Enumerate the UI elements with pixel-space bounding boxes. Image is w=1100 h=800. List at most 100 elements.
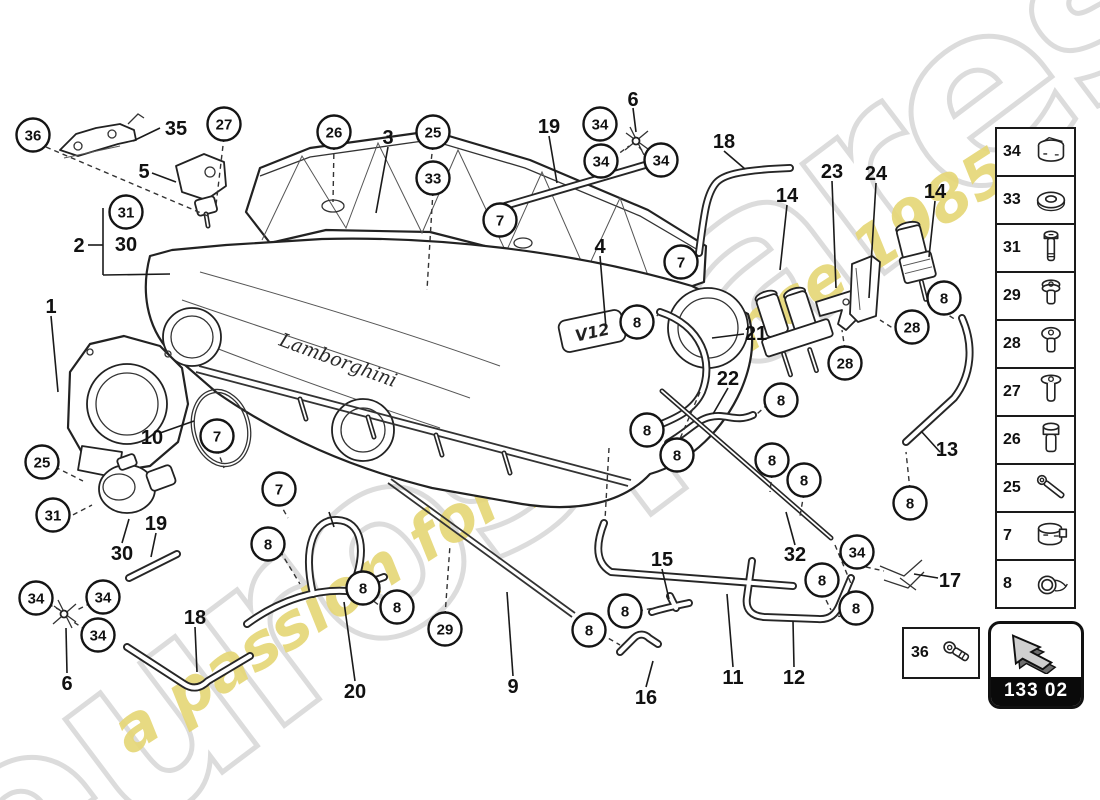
callout-circle-8[interactable]: 8 xyxy=(629,412,665,448)
callout-circle-7[interactable]: 7 xyxy=(199,418,235,454)
flange-screw-icon xyxy=(1031,274,1071,318)
svg-text:8: 8 xyxy=(621,604,629,621)
legend-number: 33 xyxy=(1003,191,1021,208)
part-number-label-6: 6 xyxy=(61,673,72,695)
callout-circle-34[interactable]: 34 xyxy=(643,142,679,178)
svg-text:7: 7 xyxy=(496,213,504,230)
legend-row-8[interactable]: 8 xyxy=(997,561,1074,607)
callout-circle-34[interactable]: 34 xyxy=(839,534,875,570)
callout-circle-7[interactable]: 7 xyxy=(261,471,297,507)
callout-circle-8[interactable]: 8 xyxy=(754,442,790,478)
callout-circle-7[interactable]: 7 xyxy=(482,202,518,238)
callout-circle-8[interactable]: 8 xyxy=(619,304,655,340)
legend-row-26[interactable]: 26 xyxy=(997,417,1074,465)
svg-text:8: 8 xyxy=(906,496,914,513)
svg-text:8: 8 xyxy=(768,453,776,470)
callout-circle-34[interactable]: 34 xyxy=(583,143,619,179)
legend-row-27[interactable]: 27 xyxy=(997,369,1074,417)
svg-text:8: 8 xyxy=(393,600,401,617)
callout-circle-36[interactable]: 36 xyxy=(15,117,51,153)
page-code-box[interactable]: 133 02 xyxy=(988,621,1084,709)
callout-circle-7[interactable]: 7 xyxy=(663,244,699,280)
callout-circle-8[interactable]: 8 xyxy=(659,437,695,473)
callout-circle-8[interactable]: 8 xyxy=(379,589,415,625)
callout-circle-8[interactable]: 8 xyxy=(804,562,840,598)
hose-highlight xyxy=(744,558,854,622)
legend-row-28[interactable]: 28 xyxy=(997,321,1074,369)
svg-text:33: 33 xyxy=(425,171,442,188)
hose-highlight xyxy=(367,416,375,438)
callout-circle-25[interactable]: 25 xyxy=(415,114,451,150)
hose-highlight xyxy=(782,352,792,376)
svg-text:8: 8 xyxy=(359,581,367,598)
hose-highlight xyxy=(920,280,927,301)
svg-text:34: 34 xyxy=(592,117,609,134)
callout-circle-33[interactable]: 33 xyxy=(415,160,451,196)
part-number-label-19: 19 xyxy=(145,513,167,535)
sleeve-bolt-icon xyxy=(1031,418,1071,462)
hose-highlight xyxy=(617,632,661,655)
leader-line xyxy=(599,255,607,329)
svg-text:28: 28 xyxy=(904,320,921,337)
svg-text:8: 8 xyxy=(852,601,860,618)
leader-line xyxy=(548,135,558,184)
leader-line xyxy=(150,532,157,558)
inset-number: 36 xyxy=(911,644,929,661)
callout-circle-25[interactable]: 25 xyxy=(24,444,60,480)
legend-row-34[interactable]: 34 xyxy=(997,129,1074,177)
legend-row-33[interactable]: 33 xyxy=(997,177,1074,225)
svg-text:8: 8 xyxy=(585,623,593,640)
callout-circle-8[interactable]: 8 xyxy=(250,526,286,562)
callout-circle-31[interactable]: 31 xyxy=(35,497,71,533)
part-number-label-17: 17 xyxy=(939,570,961,592)
part-number-label-30: 30 xyxy=(115,234,137,256)
callout-circle-8[interactable]: 8 xyxy=(892,485,928,521)
leader-line-dashed xyxy=(215,136,225,206)
part-number-label-16: 16 xyxy=(635,687,657,709)
svg-text:25: 25 xyxy=(34,455,51,472)
svg-text:8: 8 xyxy=(818,573,826,590)
svg-text:36: 36 xyxy=(25,128,42,145)
callout-circle-28[interactable]: 28 xyxy=(827,345,863,381)
callout-circle-27[interactable]: 27 xyxy=(206,106,242,142)
legend-row-7[interactable]: 7 xyxy=(997,513,1074,561)
leader-line-dashed xyxy=(426,190,434,291)
callout-circle-8[interactable]: 8 xyxy=(607,593,643,629)
callout-circle-28[interactable]: 28 xyxy=(894,309,930,345)
callout-circle-34[interactable]: 34 xyxy=(80,617,116,653)
callout-circle-8[interactable]: 8 xyxy=(838,590,874,626)
svg-text:27: 27 xyxy=(216,117,233,134)
callout-circle-34[interactable]: 34 xyxy=(85,579,121,615)
legend-row-25[interactable]: 25 xyxy=(997,465,1074,513)
callout-circle-31[interactable]: 31 xyxy=(108,194,144,230)
page-code: 133 02 xyxy=(991,677,1081,706)
callout-circle-8[interactable]: 8 xyxy=(763,382,799,418)
leader-line xyxy=(928,200,936,258)
legend-row-31[interactable]: 31 xyxy=(997,225,1074,273)
pan-screw-icon xyxy=(1031,370,1071,414)
legend-number: 8 xyxy=(1003,575,1012,592)
callout-circle-8[interactable]: 8 xyxy=(926,280,962,316)
svg-text:31: 31 xyxy=(45,508,62,525)
callout-circle-8[interactable]: 8 xyxy=(786,462,822,498)
intake-port-center xyxy=(331,398,395,462)
map-sensor xyxy=(175,153,227,229)
leader-line xyxy=(65,627,68,674)
hose-highlight xyxy=(665,412,756,446)
callout-circle-8[interactable]: 8 xyxy=(345,570,381,606)
part-number-label-4: 4 xyxy=(594,236,606,258)
leader-line xyxy=(792,620,795,668)
callout-circle-34[interactable]: 34 xyxy=(18,580,54,616)
callout-circle-34[interactable]: 34 xyxy=(582,106,618,142)
callout-circle-29[interactable]: 29 xyxy=(427,611,463,647)
leader-line xyxy=(711,333,745,339)
leader-line-dashed xyxy=(45,146,209,217)
callout-circle-8[interactable]: 8 xyxy=(571,612,607,648)
callout-circle-26[interactable]: 26 xyxy=(316,114,352,150)
svg-text:25: 25 xyxy=(425,125,442,142)
leader-line xyxy=(913,573,939,579)
legend-row-29[interactable]: 29 xyxy=(997,273,1074,321)
